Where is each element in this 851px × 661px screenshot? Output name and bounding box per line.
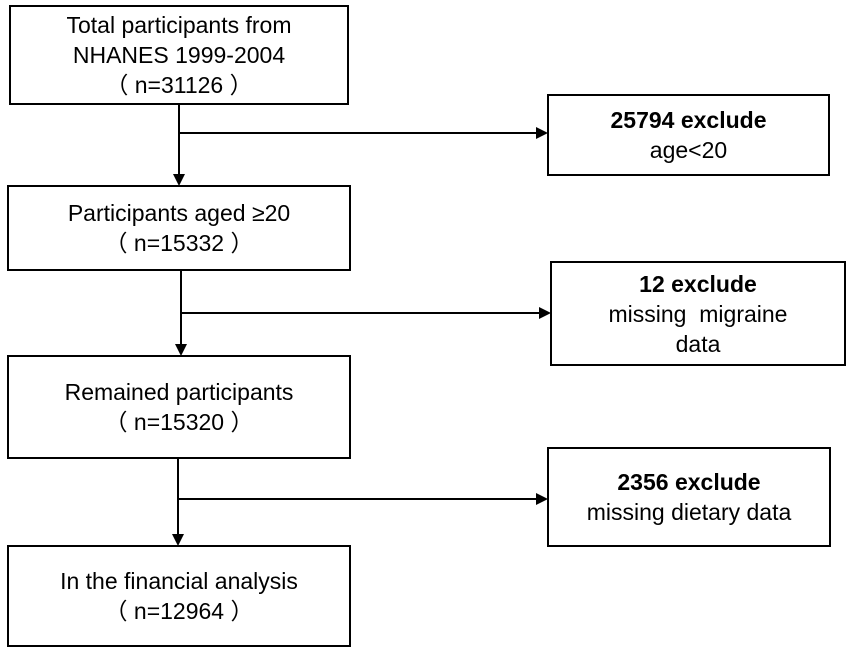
stage-final-title: In the financial analysis [60, 568, 298, 594]
exclusion-box-age: 25794 exclude age<20 [547, 94, 830, 176]
exclusion-migraine-count: 12 exclude [639, 270, 757, 297]
stage-total-source: NHANES 1999-2004 [72, 42, 286, 68]
stage-box-final: In the financial analysis （ n=12964 ） [7, 545, 351, 647]
exclusion-box-dietary: 2356 exclude missing dietary data [547, 447, 831, 547]
stage-remained-title: Remained participants [64, 379, 294, 405]
stage-box-aged-20: Participants aged ≥20 （ n=15332 ） [7, 185, 351, 271]
exclusion-dietary-reason: missing dietary data [586, 499, 792, 525]
stage-box-total: Total participants from NHANES 1999-2004… [9, 5, 349, 105]
exclusion-box-migraine: 12 exclude missing migraine data [550, 261, 846, 366]
stage-aged-count: （ n=15332 ） [104, 230, 254, 256]
stage-total-count: （ n=31126 ） [105, 72, 253, 98]
stage-remained-count: （ n=15320 ） [104, 409, 254, 435]
exclusion-migraine-reason: missing migraine [608, 300, 788, 327]
stage-total-title: Total participants from [66, 12, 292, 38]
exclusion-migraine-reason-cont: data [675, 330, 721, 357]
stage-final-count: （ n=12964 ） [104, 598, 254, 624]
exclusion-age-reason: age<20 [649, 137, 728, 163]
exclusion-age-count: 25794 exclude [610, 107, 767, 133]
stage-aged-title: Participants aged ≥20 [67, 200, 291, 226]
exclusion-dietary-count: 2356 exclude [617, 469, 761, 495]
stage-box-remained: Remained participants （ n=15320 ） [7, 355, 351, 459]
